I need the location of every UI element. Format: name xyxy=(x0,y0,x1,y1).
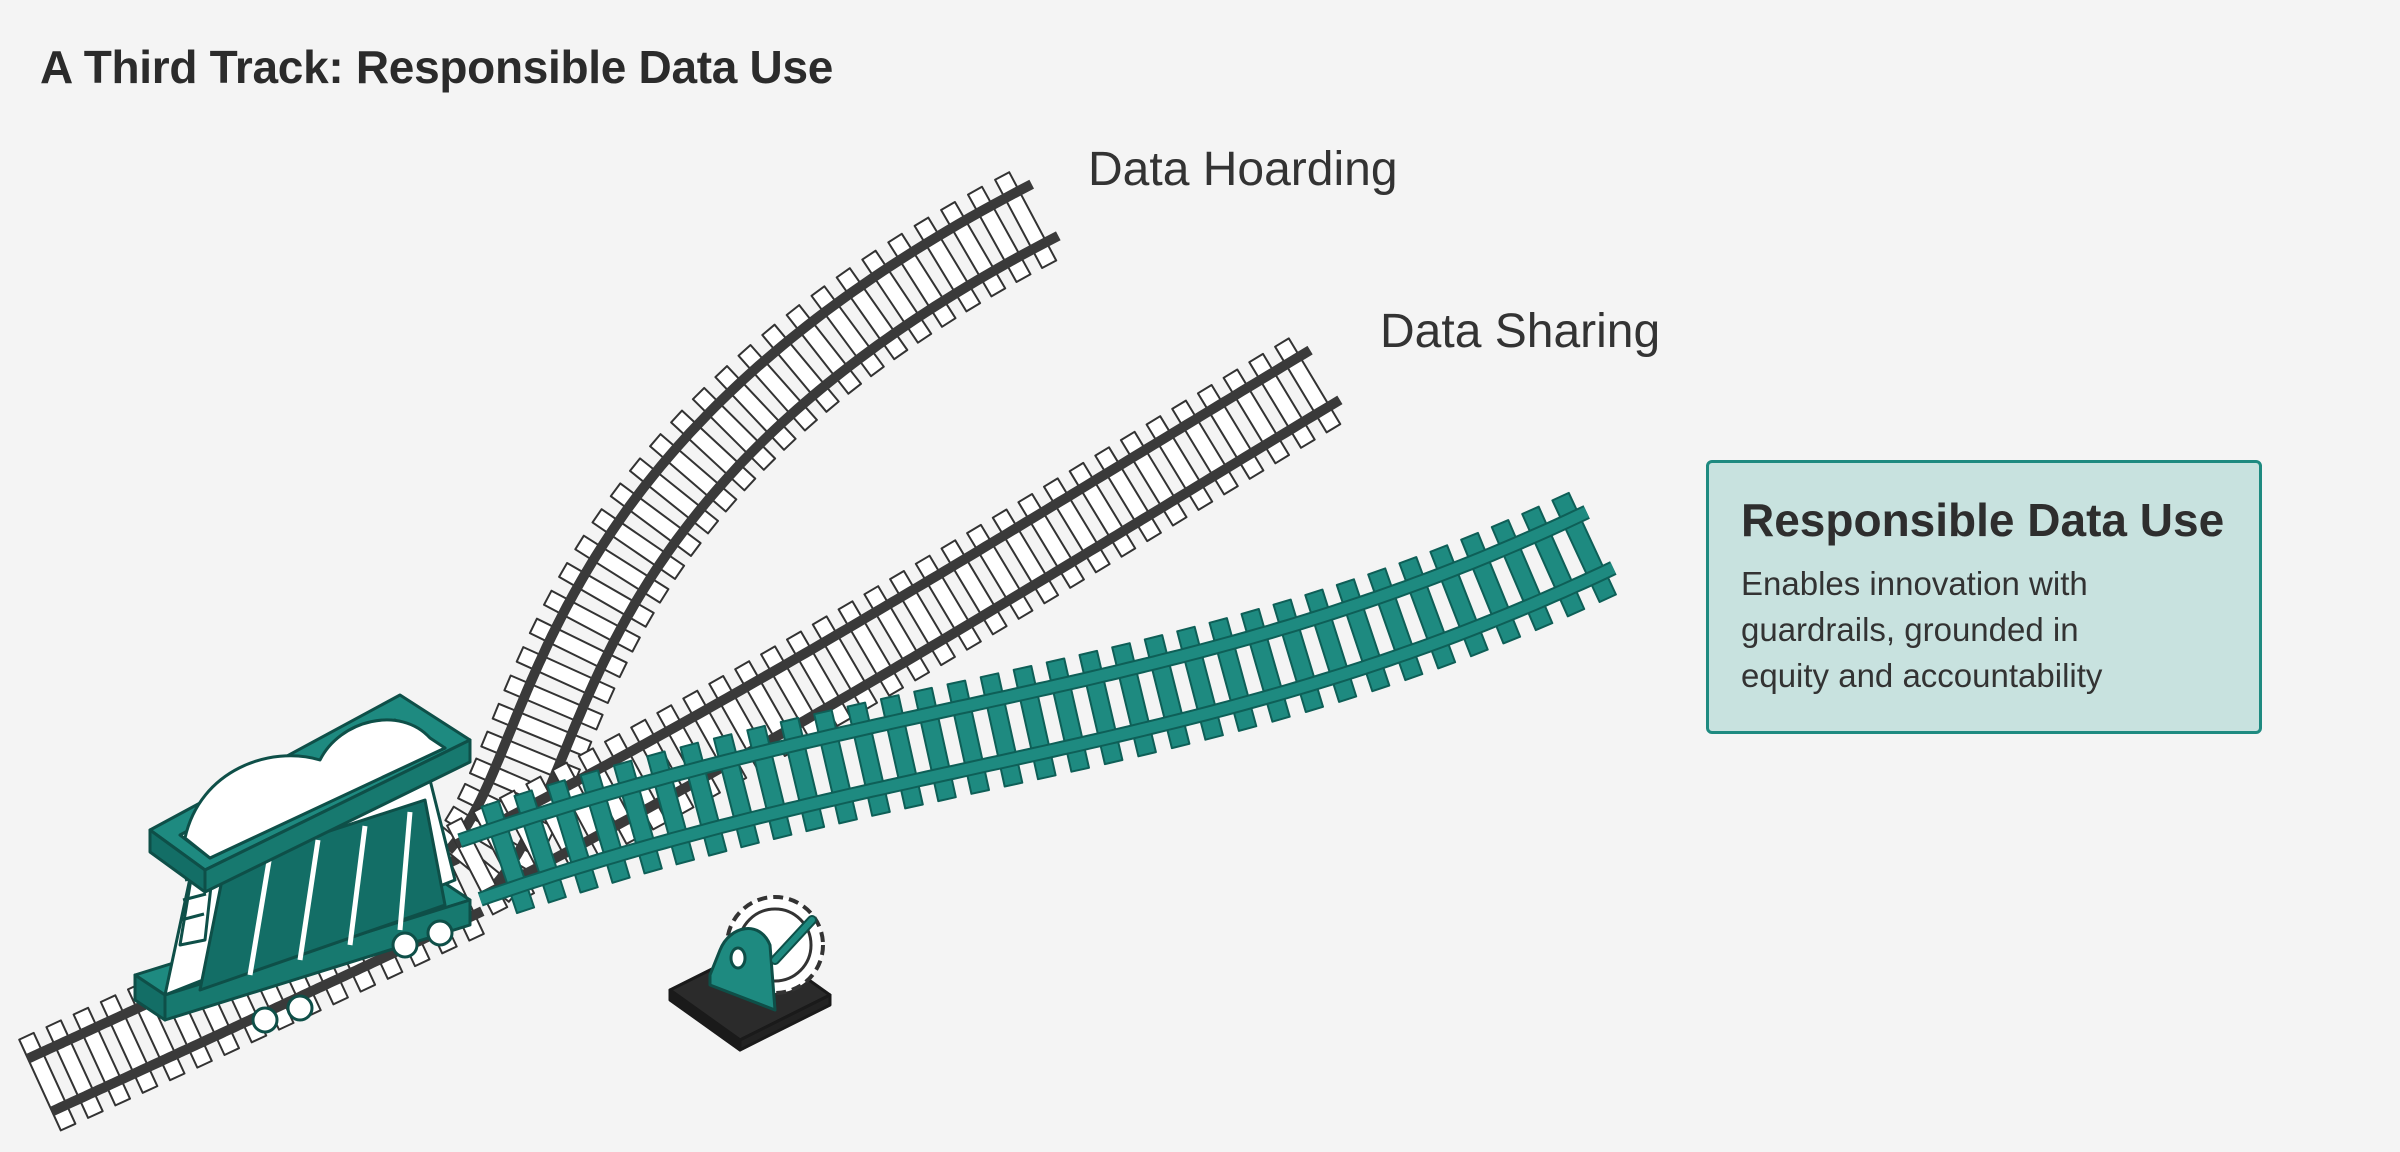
sharing-track-rail xyxy=(454,345,1313,849)
hoarding-track-rail xyxy=(444,179,1035,854)
info-box-body: Enables innovation with guardrails, grou… xyxy=(1741,565,2103,694)
hopper-car-icon xyxy=(133,693,472,1034)
responsible-track-rail xyxy=(478,563,1616,905)
info-box: Responsible Data Use Enables innovation … xyxy=(1706,460,2262,734)
page-title: A Third Track: Responsible Data Use xyxy=(40,41,834,93)
data-hoarding-label: Data Hoarding xyxy=(1088,143,1398,196)
info-box-title: Responsible Data Use xyxy=(1741,494,2225,546)
data-sharing-track xyxy=(446,337,1343,916)
lever-switch-icon xyxy=(668,895,832,1052)
data-sharing-label: Data Sharing xyxy=(1380,305,1661,358)
responsible-data-use-track xyxy=(457,491,1617,915)
responsible-track-rail xyxy=(458,507,1590,846)
